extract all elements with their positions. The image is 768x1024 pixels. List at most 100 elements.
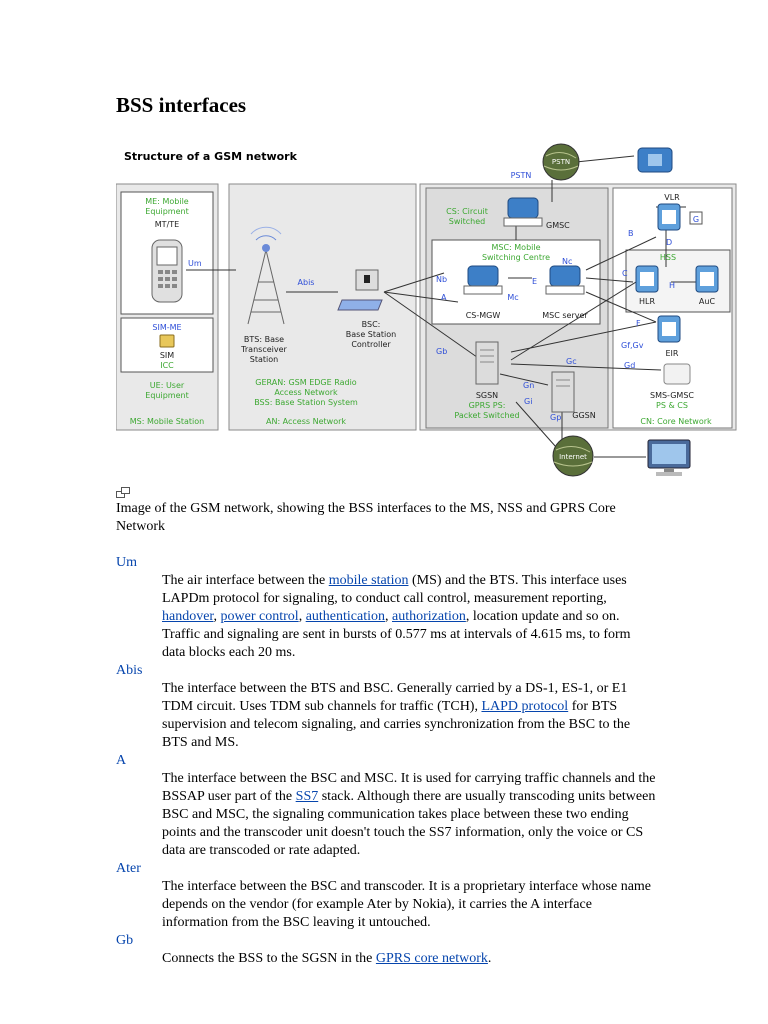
enlarge-icon[interactable]: [116, 487, 130, 499]
link-authorization[interactable]: authorization: [392, 609, 466, 624]
gd-link: [510, 363, 662, 371]
a-label: A: [441, 293, 447, 302]
gc-label: Gc: [566, 357, 577, 366]
mt-te-label: MT/TE: [155, 220, 179, 229]
link-lapd-protocol[interactable]: LAPD protocol: [481, 699, 569, 714]
gprs-label-2: Packet Switched: [454, 411, 519, 420]
cn-section-label: CN: Core Network: [640, 417, 712, 426]
interface-definition-list: Um The air interface between the mobile …: [116, 554, 656, 968]
mobile-phone-icon: [151, 239, 183, 303]
um-label: Um: [188, 259, 202, 268]
sim-card-icon: [159, 334, 175, 348]
ue-label-1: UE: User: [150, 381, 185, 390]
cs-mgw-label: CS-MGW: [466, 311, 501, 320]
gf-gv-label: Gf,Gv: [621, 341, 644, 350]
hlr-label: HLR: [639, 297, 655, 306]
vlr-label: VLR: [664, 193, 680, 202]
term-a: A: [116, 753, 127, 768]
gsm-network-diagram[interactable]: Structure of a GSM network: [116, 142, 738, 480]
gn-label: Gn: [523, 381, 534, 390]
term-gb: Gb: [116, 933, 134, 948]
ggsn-server-icon: [551, 371, 575, 413]
gprs-label-1: GPRS PS:: [469, 401, 506, 410]
definition-a: The interface between the BSC and MSC. I…: [162, 771, 656, 858]
eir-label: EIR: [666, 349, 679, 358]
diagram-title: Structure of a GSM network: [124, 150, 298, 163]
c-label: C: [622, 269, 628, 278]
b-label: B: [628, 229, 634, 238]
msc-server-label: MSC server: [542, 311, 588, 320]
msc-label-2: Switching Centre: [482, 253, 550, 262]
bsc-icon: [337, 269, 383, 311]
auc-icon: [695, 265, 719, 293]
nc-label: Nc: [562, 257, 572, 266]
nb-label: Nb: [436, 275, 447, 284]
link-ss7[interactable]: SS7: [295, 789, 319, 804]
sms-gmsc-label-1: SMS-GMSC: [650, 391, 694, 400]
cs-mgw-icon: [463, 265, 503, 295]
gb-label: Gb: [436, 347, 447, 356]
definition-ater: The interface between the BSC and transc…: [162, 879, 652, 930]
term-ater: Ater: [116, 861, 141, 876]
pstn-globe-icon: [542, 143, 580, 181]
g-label: G: [693, 215, 699, 224]
link-authentication[interactable]: authentication: [305, 609, 385, 624]
ggsn-label: GGSN: [572, 411, 595, 420]
sim-me-label: SIM-ME: [152, 323, 181, 332]
f-label: F: [636, 319, 641, 328]
an-box: [228, 183, 417, 431]
gd-label: Gd: [624, 361, 635, 370]
bts-label-2: Transceiver: [240, 345, 287, 354]
e-label: E: [532, 277, 537, 286]
bsc-label-3: Controller: [351, 340, 391, 349]
abis-label: Abis: [298, 278, 315, 287]
geran-label-1: GERAN: GSM EDGE Radio: [255, 378, 357, 387]
sgsn-server-icon: [475, 341, 499, 385]
bts-tower-icon: [247, 226, 285, 325]
sms-gmsc-label-2: PS & CS: [656, 401, 688, 410]
pstn-globe-label: PSTN: [552, 158, 570, 166]
vlr-icon: [657, 203, 681, 231]
gb-link: [383, 291, 485, 363]
ue-label-2: Equipment: [145, 391, 188, 400]
d-label: D: [666, 238, 672, 247]
g-box: [689, 211, 703, 225]
term-abis: Abis: [116, 663, 143, 678]
ms-section-label: MS: Mobile Station: [130, 417, 204, 426]
link-gprs-core-network[interactable]: GPRS core network: [375, 951, 488, 966]
gi-label: Gi: [524, 397, 532, 406]
bsc-label-1: BSC:: [362, 320, 381, 329]
nb-link: [383, 272, 445, 293]
definition-um: The air interface between the mobile sta…: [162, 573, 631, 660]
f-link: [585, 291, 657, 323]
auc-label: AuC: [699, 297, 716, 306]
gmsc-icon: [503, 197, 543, 227]
internet-globe-icon: [552, 435, 594, 477]
cs-label-2: Switched: [449, 217, 485, 226]
msc-label-1: MSC: Mobile: [491, 243, 540, 252]
gp-label: Gp: [550, 413, 561, 422]
link-power-control[interactable]: power control: [220, 609, 299, 624]
icc-label: ICC: [160, 361, 174, 370]
c-link: [585, 277, 634, 283]
pstn-phone-link: [575, 155, 635, 163]
telephone-icon: [637, 147, 673, 173]
link-mobile-station[interactable]: mobile station: [328, 573, 409, 588]
pstn-link-label: PSTN: [511, 171, 532, 180]
mc-label: Mc: [507, 293, 518, 302]
hss-label: HSS: [660, 253, 676, 262]
an-section-label: AN: Access Network: [266, 417, 346, 426]
me-label-2: Equipment: [145, 207, 188, 216]
definition-gb: Connects the BSS to the SGSN in the GPRS…: [162, 951, 492, 966]
bsc-label-2: Base Station: [346, 330, 396, 339]
link-handover[interactable]: handover: [162, 609, 214, 624]
b-link: [585, 236, 657, 271]
sim-label: SIM: [160, 351, 174, 360]
bts-label-3: Station: [250, 355, 278, 364]
sgsn-label: SGSN: [476, 391, 498, 400]
cs-label-1: CS: Circuit: [446, 207, 488, 216]
bts-label-1: BTS: Base: [244, 335, 284, 344]
bss-label: BSS: Base Station System: [254, 398, 358, 407]
gf-link: [510, 321, 657, 353]
